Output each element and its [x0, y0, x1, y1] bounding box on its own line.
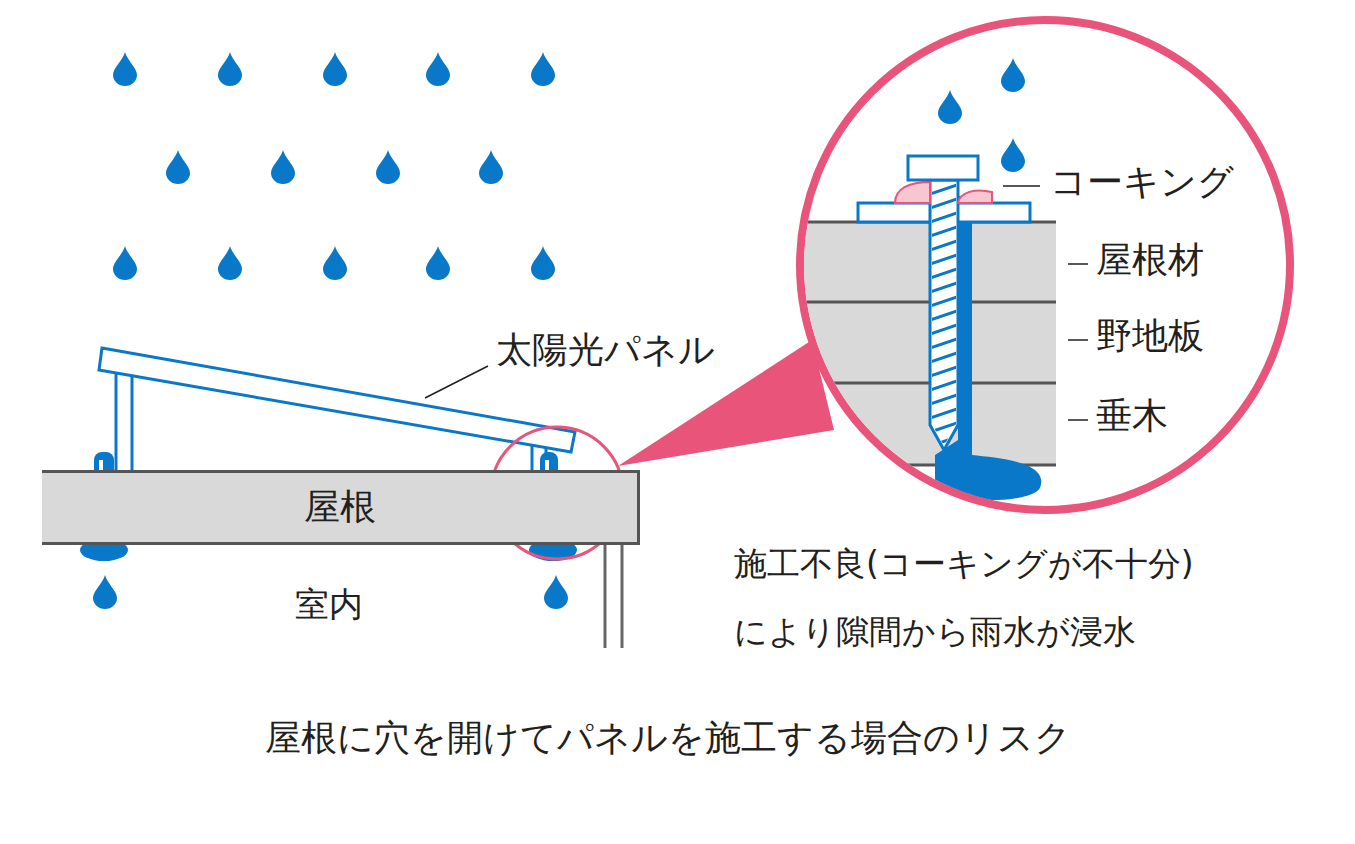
rain-drops — [113, 52, 555, 280]
part-label: 野地板 — [1096, 314, 1204, 357]
part-label: 屋根材 — [1096, 238, 1204, 281]
part-label: 垂木 — [1096, 394, 1168, 437]
part-label: コーキング — [1050, 160, 1234, 203]
note: 施工不良(コーキングが不十分) により隙間から雨水が浸水 — [734, 530, 1334, 666]
part-label: 太陽光パネル — [496, 328, 715, 371]
area-label: 室内 — [295, 584, 363, 625]
roof-label: 屋根 — [304, 483, 376, 532]
zoom-detail — [790, 58, 1056, 500]
roof-band: 屋根 — [42, 470, 640, 545]
wall — [605, 545, 622, 648]
caption: 屋根に穴を開けてパネルを施工する場合のリスク — [265, 716, 1071, 759]
leader-lines — [425, 186, 1088, 420]
